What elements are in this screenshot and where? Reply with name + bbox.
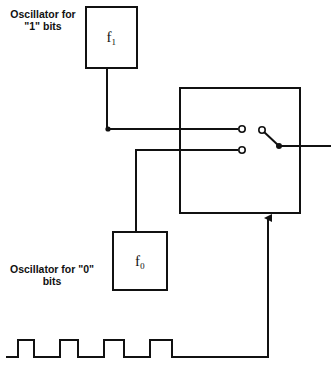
data-square-wave <box>6 218 268 357</box>
frequency-symbol: f₀ <box>114 253 166 270</box>
switch-box <box>180 88 300 213</box>
oscillator-box: Oscillator for "0" bitsf₀ <box>112 231 168 291</box>
oscillator-label: Oscillator for "0" bits <box>4 263 100 287</box>
one-bit-wire <box>107 69 238 129</box>
oscillator-box: Oscillator for "1" bitsf₁ <box>85 6 138 69</box>
frequency-symbol: f₁ <box>87 29 136 46</box>
upper-contact <box>239 126 245 132</box>
pivot-dot <box>276 143 282 149</box>
switch-blade <box>263 131 331 146</box>
zero-bit-wire <box>136 150 238 231</box>
lower-contact <box>239 147 245 153</box>
junction-dot <box>105 126 110 131</box>
oscillator-label: Oscillator for "1" bits <box>4 8 82 32</box>
blade-tip <box>259 127 265 133</box>
